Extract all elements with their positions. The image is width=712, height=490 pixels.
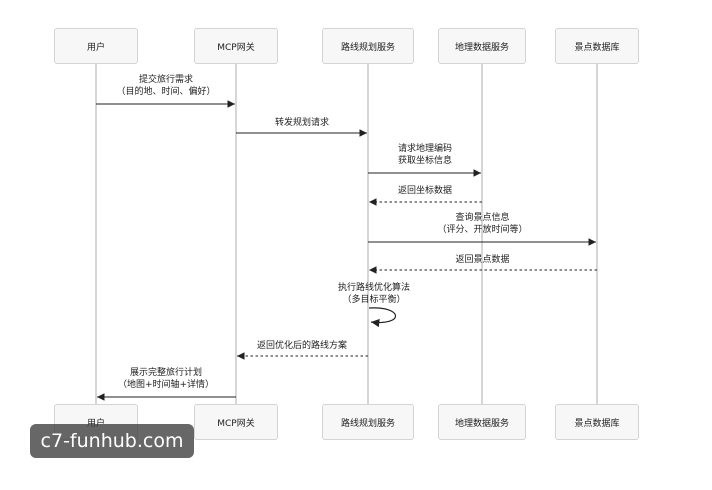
message-arrow-7 <box>368 307 397 328</box>
message-label-line: 展示完整旅行计划 <box>129 368 202 378</box>
watermark: c7-funhub.com <box>30 424 194 458</box>
message-label-1: 提交旅行需求 （目的地、时间、偏好） <box>116 74 215 98</box>
message-label-4: 返回坐标数据 <box>398 185 452 197</box>
message-label-9: 展示完整旅行计划 （地图+时间轴+详情） <box>118 367 214 391</box>
message-label-line: 获取坐标信息 <box>397 156 453 166</box>
message-label-line: 返回优化后的路线方案 <box>256 341 348 351</box>
participant-geo-top: 地理数据服务 <box>438 28 526 64</box>
participant-poi-top: 景点数据库 <box>555 28 639 64</box>
message-label-5: 查询景点信息 （评分、开放时间等） <box>437 212 527 236</box>
message-label-line: 转发规划请求 <box>274 118 330 128</box>
message-label-line: （目的地、时间、偏好） <box>116 87 216 97</box>
message-label-line: 执行路线优化算法 <box>337 283 411 293</box>
message-label-line: 返回景点数据 <box>455 255 510 265</box>
message-label-line: （多目标平衡） <box>342 295 406 305</box>
participant-route-top: 路线规划服务 <box>322 28 414 64</box>
message-label-3: 请求地理编码获取坐标信息 <box>398 143 452 167</box>
participant-mcp-top: MCP网关 <box>194 28 278 64</box>
message-label-line: 返回坐标数据 <box>397 186 453 196</box>
participant-user-top: 用户 <box>54 28 138 64</box>
participant-geo-bottom: 地理数据服务 <box>438 404 526 440</box>
participant-route-bottom: 路线规划服务 <box>322 404 414 440</box>
message-label-line: （评分、开放时间等） <box>437 225 528 235</box>
message-label-8: 返回优化后的路线方案 <box>257 340 347 352</box>
participant-mcp-bottom: MCP网关 <box>194 404 278 440</box>
message-label-line: 查询景点信息 <box>455 213 510 223</box>
message-label-2: 转发规划请求 <box>275 117 329 129</box>
message-label-6: 返回景点数据 <box>455 254 509 266</box>
message-label-line: 提交旅行需求 <box>138 75 194 85</box>
message-label-line: （地图+时间轴+详情） <box>117 380 215 390</box>
participant-poi-bottom: 景点数据库 <box>555 404 639 440</box>
message-label-line: 请求地理编码 <box>397 144 453 154</box>
message-label-7: 执行路线优化算法 （多目标平衡） <box>338 282 410 306</box>
